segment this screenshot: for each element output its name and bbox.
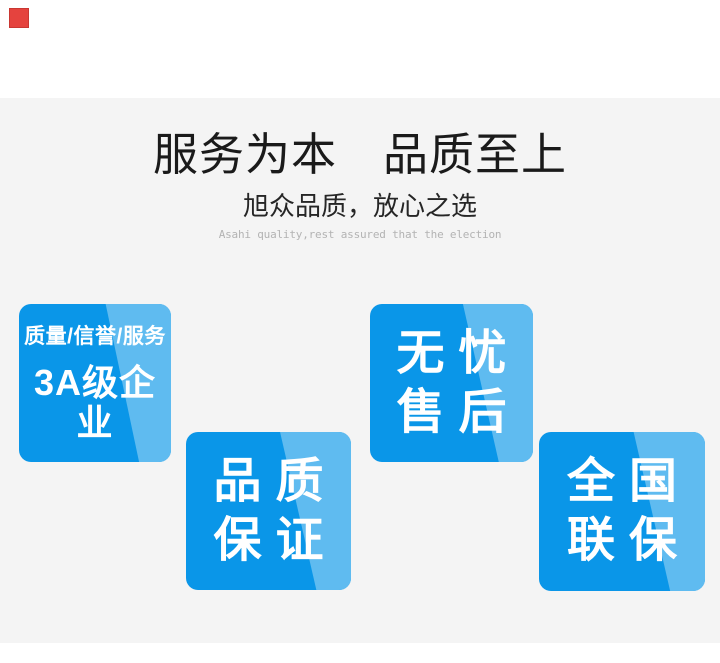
badge-quality-guarantee: 品质 保证 <box>186 432 351 590</box>
badge-line2: 联保 <box>566 514 691 567</box>
badge-line2: 3A级企业 <box>33 361 157 443</box>
badge-line1: 无忧 <box>396 326 521 380</box>
badge-line2: 保证 <box>213 513 338 567</box>
badge-line2: 售后 <box>396 385 521 439</box>
badge-nationwide-warranty: 全国 联保 <box>539 432 705 591</box>
badge-line1: 品质 <box>213 454 338 508</box>
red-square-marker <box>9 8 29 28</box>
badge-line1: 全国 <box>566 455 691 508</box>
page-subtitle: 旭众品质，放心之选 <box>242 192 477 222</box>
page-subtitle-english: Asahi quality,rest assured that the elec… <box>218 228 502 241</box>
badge-line1: 质量/信誉/服务 <box>24 324 166 348</box>
badge-3a-enterprise: 质量/信誉/服务 3A级企业 <box>19 304 171 462</box>
page-title: 服务为本 品质至上 <box>152 129 567 180</box>
badge-worryfree-aftersales: 无忧 售后 <box>370 304 533 462</box>
